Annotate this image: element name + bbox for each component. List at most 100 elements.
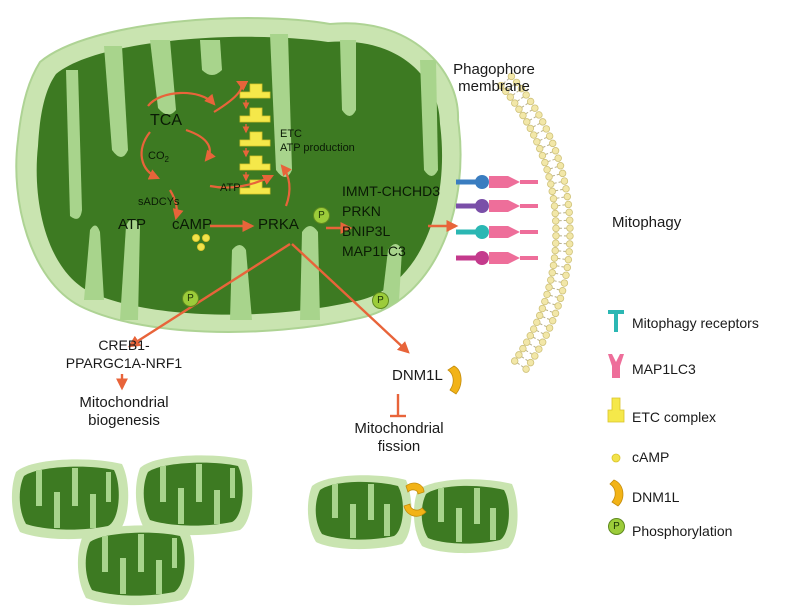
fission-inhibit (390, 394, 406, 418)
receptor-pair-magenta (456, 251, 538, 265)
phospholipid-head (538, 304, 547, 313)
phospholipid-head (529, 325, 538, 333)
atp-inner-label: ATP (220, 182, 241, 194)
receptor-map1lc3: MAP1LC3 (342, 243, 406, 259)
fission-line1: Mitochondrial (354, 420, 444, 437)
phospholipid-head (552, 224, 560, 233)
phospholipid-head (507, 72, 516, 81)
phospholipid-head (556, 294, 565, 303)
phospholipid-head (565, 248, 573, 256)
phospholipid-head (542, 125, 550, 133)
fission-line2: fission (377, 438, 421, 455)
phospholipid-head (548, 269, 556, 277)
phospholipid-head (512, 78, 521, 87)
dnm1l-ring-top (405, 482, 425, 495)
phospholipid-head (564, 255, 573, 264)
phagophore-label: Phagophore membrane (434, 61, 554, 96)
phospholipid-head (545, 283, 553, 291)
phospholipid-head (543, 290, 551, 299)
phospholipid-head (545, 132, 554, 140)
biogenesis-label: Mitochondrial biogenesis (40, 394, 208, 430)
phospholipid-head (536, 144, 544, 153)
legend-label-camp: cAMP (632, 449, 670, 465)
phospholipid-head (542, 331, 550, 339)
phospholipid-head (566, 216, 574, 224)
cristae (66, 34, 438, 320)
phospholipid-head (551, 309, 560, 318)
phospholipid-head (533, 138, 541, 146)
legend-label-dnm1l: DNM1L (632, 489, 680, 505)
legend-label-map1lc3: MAP1LC3 (632, 361, 696, 377)
receptor-lc3-pairs (456, 175, 538, 265)
phospholipid-head (531, 104, 539, 112)
map1lc3-icon (608, 354, 624, 378)
phospholipid-head (554, 154, 562, 162)
phospholipid-head (558, 287, 567, 295)
phosphorylation-icon: P (313, 207, 330, 224)
phospholipid-head (550, 202, 559, 210)
etc-complex-1 (239, 83, 271, 99)
fission-label: Mitochondrial fission (344, 420, 454, 456)
phospholipid-head (533, 318, 541, 327)
phospholipid-head (550, 254, 559, 262)
phospholipid-head (562, 185, 570, 193)
phospholipid-head (523, 118, 531, 126)
phospholipid-head (515, 105, 523, 113)
mitophagy-receptor-icon (608, 310, 624, 332)
legend-icons (607, 310, 625, 507)
creb-line1: CREB1- (98, 337, 150, 353)
camp-dots (191, 233, 210, 251)
phospholipid-head (510, 357, 519, 365)
atp-production-label: ATP production (280, 142, 355, 154)
mitophagy-label: Mitophagy (612, 214, 682, 231)
biogenesis-line1: Mitochondrial (79, 394, 169, 411)
phospholipid-head (541, 158, 549, 167)
main-mitochondrion (15, 17, 462, 333)
phospholipid-head (539, 118, 547, 126)
phosphorylation-icon: P (182, 290, 199, 307)
small-mitochondrion-1 (11, 459, 129, 540)
phospholipid-head (517, 84, 526, 93)
phospholipid-head (541, 297, 549, 306)
atp-left-label: ATP (118, 216, 147, 233)
phospholipid-head (547, 180, 555, 188)
dnm1l-legend-icon (609, 479, 624, 507)
biogenesis-line2: biogenesis (88, 412, 160, 429)
phospholipid-head (548, 187, 556, 196)
phospholipid-head (531, 352, 539, 360)
phospholipid-head (538, 151, 547, 160)
phospholipid-head (560, 279, 569, 287)
receptor-list: IMMT-CHCHD3 PRKN BNIP3L MAP1LC3 (342, 181, 440, 261)
phospholipid-head (502, 87, 510, 95)
co2-subscript: 2 (164, 155, 169, 165)
phospholipid-head (530, 131, 538, 139)
etc-complex-icon (607, 397, 625, 423)
phospholipid-head (511, 99, 519, 107)
etc-complex-2 (239, 107, 271, 123)
phagophore-line1: Phagophore (453, 61, 535, 78)
fission-mito-right (413, 479, 518, 554)
fission-mito-left (307, 475, 412, 550)
receptor-immt-chchd3: IMMT-CHCHD3 (342, 183, 440, 199)
phospholipid-head (545, 324, 554, 332)
camp-label: cAMP (172, 216, 213, 233)
fission-mitochondria (307, 475, 518, 554)
receptor-bnip3l: BNIP3L (342, 223, 391, 239)
phosphorylation-legend-icon: P (608, 518, 625, 535)
phospholipid-head (549, 261, 558, 270)
phospholipid-head (547, 276, 555, 284)
phospholipid-head (526, 358, 535, 367)
receptor-pair-blue (456, 175, 538, 189)
phospholipid-head (565, 208, 573, 217)
phospholipid-head (523, 338, 531, 346)
phospholipid-head (551, 209, 559, 218)
phosphorylation-icon: P (372, 292, 389, 309)
phospholipid-head (543, 165, 551, 174)
phospholipid-head (552, 239, 560, 247)
phospholipid-head (506, 93, 515, 101)
phospholipid-head (522, 91, 530, 99)
etc-label: ETC (280, 128, 302, 140)
phospholipid-head (565, 240, 574, 248)
camp-icon (611, 453, 621, 463)
phospholipid-head (564, 200, 573, 209)
